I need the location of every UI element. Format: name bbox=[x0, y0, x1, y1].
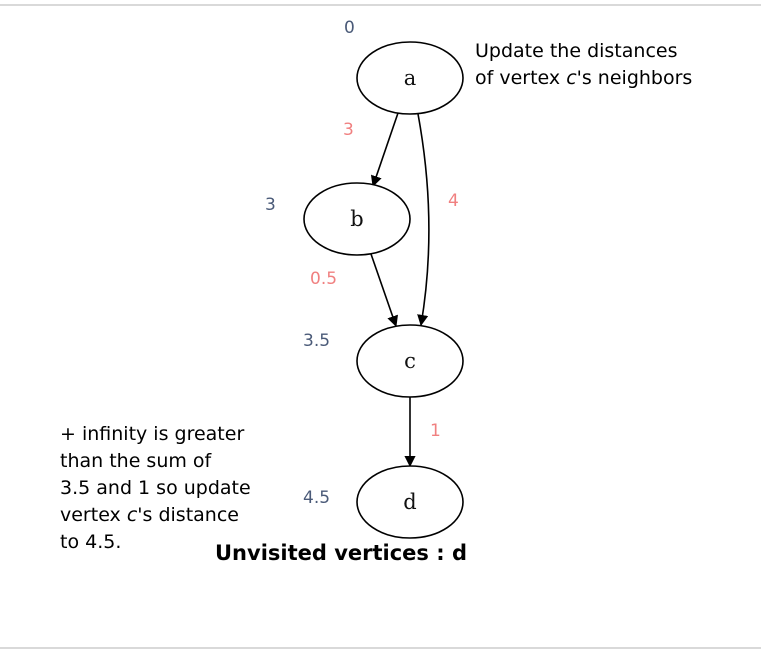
explanation-line: to 4.5. bbox=[60, 531, 122, 553]
edge-weight-a-b: 3 bbox=[343, 120, 354, 140]
vertex-d: d bbox=[356, 465, 464, 539]
unvisited-status: Unvisited vertices : d bbox=[215, 541, 467, 565]
vertex-a-distance: 0 bbox=[344, 18, 355, 38]
top-border bbox=[0, 4, 761, 6]
edge-a-c bbox=[417, 113, 430, 327]
step-description: Update the distances of vertex c's neigh… bbox=[475, 38, 755, 92]
vertex-c-distance: 3.5 bbox=[303, 331, 330, 351]
vertex-a-label: a bbox=[404, 66, 417, 90]
vertex-c-label: c bbox=[404, 349, 416, 373]
vertex-b-distance: 3 bbox=[265, 195, 276, 215]
vertex-d-label: d bbox=[403, 490, 416, 514]
edge-a-b bbox=[370, 112, 399, 188]
vertex-c: c bbox=[356, 324, 464, 398]
explanation-line: vertex c's distance bbox=[60, 504, 239, 526]
step-description-line: of vertex c's neighbors bbox=[475, 67, 693, 89]
explanation-line: than the sum of bbox=[60, 450, 212, 472]
bottom-border bbox=[0, 647, 761, 649]
explanation-line: + infinity is greater bbox=[60, 423, 245, 445]
edge-b-c bbox=[370, 253, 398, 328]
edge-weight-c-d: 1 bbox=[430, 421, 441, 441]
vertex-b: b bbox=[303, 182, 411, 256]
vertex-b-label: b bbox=[350, 207, 363, 231]
edge-weight-a-c: 4 bbox=[448, 191, 459, 211]
edge-weight-b-c: 0.5 bbox=[310, 269, 337, 289]
explanation-line: 3.5 and 1 so update bbox=[60, 477, 251, 499]
vertex-a: a bbox=[356, 41, 464, 115]
update-explanation: + infinity is greater than the sum of 3.… bbox=[60, 421, 285, 556]
vertex-d-distance: 4.5 bbox=[303, 488, 330, 508]
step-description-line: Update the distances bbox=[475, 40, 678, 62]
